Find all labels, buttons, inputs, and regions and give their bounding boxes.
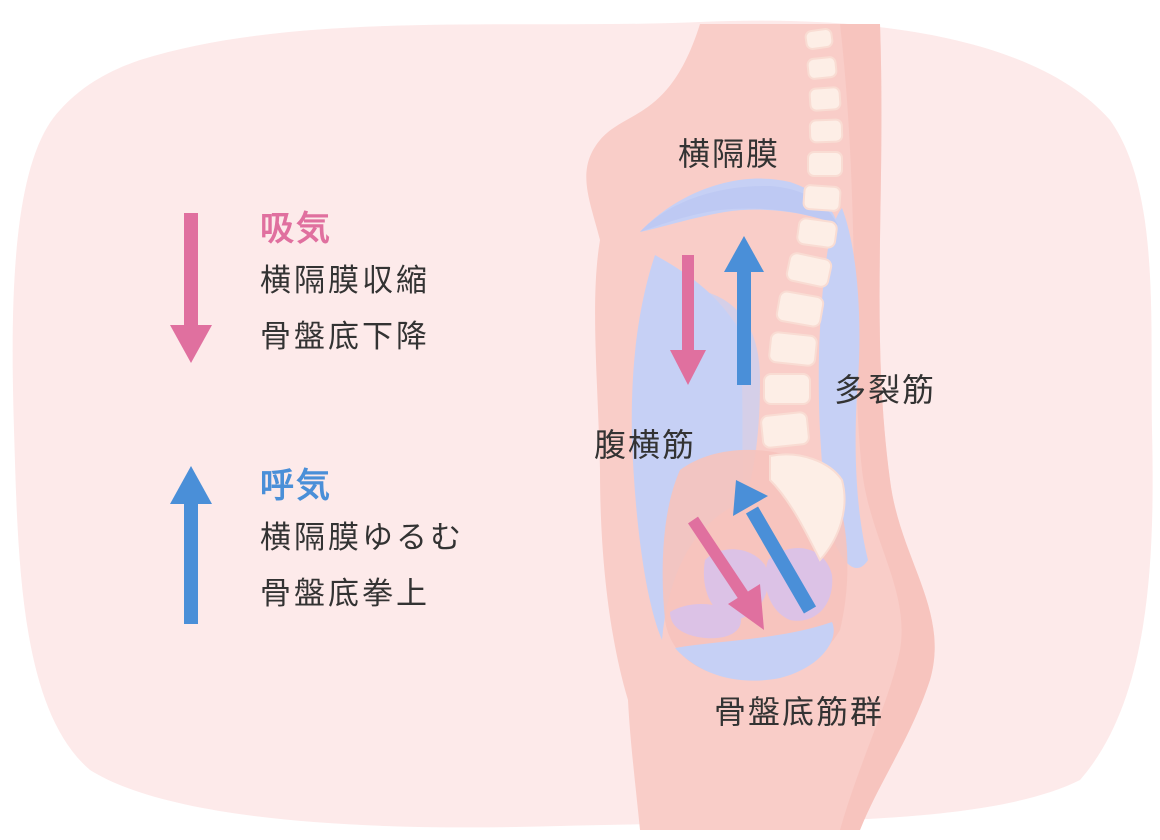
legend-inhale-title: 吸気 bbox=[260, 209, 332, 249]
inhale-arrow-pelvic bbox=[688, 516, 764, 630]
label-diaphragm: 横隔膜 bbox=[678, 135, 781, 173]
legend-inhale-line-1: 横隔膜収縮 bbox=[260, 263, 430, 299]
legend-exhale-title: 呼気 bbox=[260, 466, 332, 506]
legend-exhale-line-2: 骨盤底拳上 bbox=[260, 576, 430, 612]
pelvic-floor-shape bbox=[675, 622, 834, 681]
label-transversus-abdominis: 腹横筋 bbox=[594, 426, 697, 464]
legend-exhale-line-1: 横隔膜ゆるむ bbox=[260, 520, 464, 556]
legend-inhale-line-2: 骨盤底下降 bbox=[260, 319, 430, 355]
label-multifidus: 多裂筋 bbox=[834, 371, 937, 409]
arrow-up-icon bbox=[170, 466, 212, 624]
legend-inhale-text: 吸気 横隔膜収縮 骨盤底下降 bbox=[260, 205, 430, 365]
exhale-arrow-diaphragm bbox=[724, 236, 764, 385]
arrow-down-icon bbox=[170, 213, 212, 363]
exhale-arrow-pelvic bbox=[733, 480, 817, 614]
legend-exhale-text: 呼気 横隔膜ゆるむ 骨盤底拳上 bbox=[260, 462, 464, 622]
inhale-arrow-diaphragm bbox=[670, 255, 706, 385]
spine bbox=[760, 28, 846, 562]
label-pelvic-floor: 骨盤底筋群 bbox=[714, 693, 885, 731]
